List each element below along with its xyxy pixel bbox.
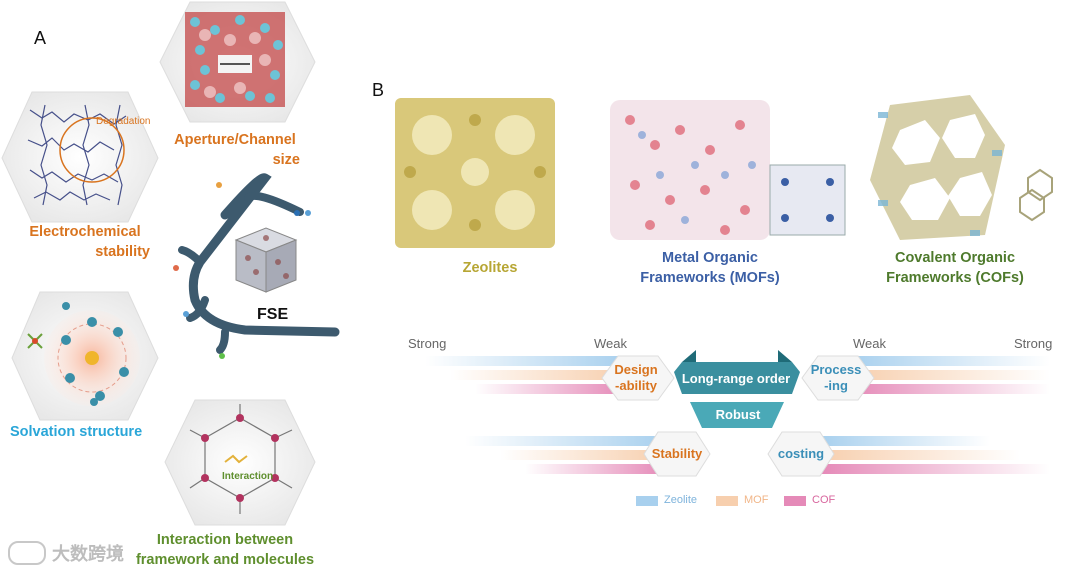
- property-comparison-diagram: [425, 350, 1050, 506]
- designability-mof-bar: [450, 370, 625, 380]
- legend-zeolite-label: Zeolite: [664, 494, 698, 506]
- designability-hexagon: [601, 355, 675, 401]
- aperture-caption: Aperture/Channel size: [160, 130, 310, 170]
- electrochemical-caption-line2: stability: [95, 244, 150, 260]
- solvation-caption: Solvation structure: [10, 424, 143, 440]
- stability-mof-bar: [500, 450, 665, 460]
- legend-mof-label: MOF: [744, 494, 769, 506]
- interaction-caption: Interaction between framework and molecu…: [110, 530, 340, 570]
- watermark-text: 大数跨境: [52, 544, 124, 564]
- costing-label: costing: [777, 446, 825, 461]
- aperture-caption-line1: Aperture/Channel: [174, 132, 296, 148]
- aperture-hexagon: [159, 1, 316, 123]
- electrochemical-hexagon: [1, 91, 159, 223]
- processing-zeolite-bar: [850, 356, 1050, 366]
- degradation-label: Degradation: [96, 116, 151, 127]
- designability-label: Design -ability: [606, 362, 666, 394]
- electrochemical-caption-line1: Electrochemical: [29, 224, 141, 240]
- panel-b-structures: [395, 95, 1053, 248]
- watermark-logo-icon: [8, 541, 46, 565]
- weak-left-label: Weak: [594, 336, 627, 351]
- processing-hexagon: [801, 355, 875, 401]
- costing-zeolite-bar: [820, 436, 990, 446]
- designability-label-line1: Design: [614, 362, 658, 377]
- interaction-inner-label: Interaction: [222, 471, 274, 482]
- long-range-order-label: Long-range order: [681, 371, 791, 386]
- robust-box: [690, 402, 784, 428]
- interaction-hexagon: [164, 399, 316, 526]
- stability-cof-bar: [525, 464, 665, 474]
- legend-cof-label: COF: [812, 494, 836, 506]
- designability-label-line2: -ability: [615, 378, 657, 393]
- costing-hexagon: [767, 431, 835, 477]
- aperture-caption-line2: size: [272, 152, 300, 168]
- panel-b-label: B: [372, 80, 385, 100]
- long-range-order-box: [674, 362, 800, 394]
- processing-label: Process -ing: [806, 362, 866, 394]
- solvation-hexagon: [11, 291, 159, 421]
- cofs-caption-line1: Covalent Organic: [894, 250, 1016, 266]
- robust-label: Robust: [715, 407, 761, 422]
- designability-cof-bar: [475, 384, 625, 394]
- fse-branch-graphic: [173, 173, 340, 359]
- processing-cof-bar: [850, 384, 1050, 394]
- electrochemical-caption: Electrochemical stability: [0, 222, 170, 262]
- costing-cof-bar: [820, 464, 1050, 474]
- panel-a-label: A: [34, 28, 47, 48]
- mofs-caption: Metal Organic Frameworks (MOFs): [620, 248, 800, 288]
- panel-a-graphics: [1, 1, 340, 526]
- stability-zeolite-bar: [465, 436, 665, 446]
- legend-mof-swatch: [716, 496, 738, 506]
- stability-label: Stability: [651, 446, 703, 461]
- mofs-caption-line2: Frameworks (MOFs): [640, 270, 780, 286]
- processing-mof-bar: [850, 370, 1050, 380]
- processing-label-line2: -ing: [824, 378, 848, 393]
- mofs-caption-line1: Metal Organic: [662, 250, 758, 266]
- legend-zeolite-swatch: [636, 496, 658, 506]
- zeolites-caption: Zeolites: [462, 260, 518, 276]
- fse-label: FSE: [257, 306, 289, 323]
- strong-left-label: Strong: [408, 336, 447, 351]
- cofs-caption-line2: Frameworks (COFs): [886, 270, 1024, 286]
- costing-mof-bar: [820, 450, 1020, 460]
- interaction-caption-line2: framework and molecules: [135, 552, 315, 568]
- zeolite-structure: [395, 98, 555, 248]
- processing-label-line1: Process: [810, 362, 862, 377]
- cof-structure: [870, 95, 1053, 240]
- cofs-caption: Covalent Organic Frameworks (COFs): [865, 248, 1045, 288]
- designability-zeolite-bar: [425, 356, 625, 366]
- legend-cof-swatch: [784, 496, 806, 506]
- weak-right-label: Weak: [853, 336, 886, 351]
- mof-structure: [610, 100, 846, 240]
- interaction-caption-line1: Interaction between: [156, 532, 294, 548]
- strong-right-label: Strong: [1014, 336, 1053, 351]
- stability-hexagon: [643, 431, 711, 477]
- watermark: 大数跨境: [8, 540, 124, 566]
